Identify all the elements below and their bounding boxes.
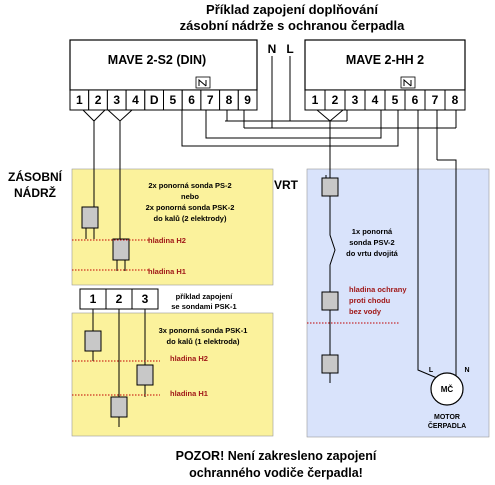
well-probe-bottom	[321, 354, 339, 374]
right-terminal-cell	[444, 89, 466, 111]
right-terminal-label: 7	[432, 93, 439, 107]
example-probe-2	[136, 364, 154, 386]
motor-label-line-1: MOTOR	[434, 414, 460, 421]
well-probe-middle	[321, 291, 339, 311]
example-desc-1: 3x ponorná sonda PSK-1	[159, 326, 248, 335]
left-terminal-label: D	[150, 93, 159, 107]
tank-label-line-1: ZÁSOBNÍ	[8, 169, 63, 184]
well-desc-2: sonda PSV-2	[349, 238, 394, 247]
well-protection-2: proti chodu	[349, 296, 391, 305]
title-line-2: zásobní nádrže s ochranou čerpadla	[180, 18, 405, 33]
motor-l-label: L	[429, 367, 434, 374]
right-terminal-label: 4	[372, 93, 379, 107]
tank-probe-h2	[81, 206, 99, 229]
left-terminal-label: 6	[188, 93, 195, 107]
well-label: VRT	[274, 178, 299, 192]
example-desc-2: do kalů (1 elektroda)	[167, 337, 240, 346]
left-terminal-label: 9	[244, 93, 251, 107]
relay-contact-icon	[195, 76, 211, 89]
left-terminal-label: 7	[207, 93, 214, 107]
tank-label-line-2: NÁDRŽ	[14, 185, 56, 200]
device-left-name: MAVE 2-S2 (DIN)	[108, 53, 206, 67]
tank-level-h2-label: hladina H2	[148, 236, 186, 245]
right-terminal-label: 5	[392, 93, 399, 107]
relay-contact-icon	[400, 76, 416, 89]
supply-n-label: N	[268, 42, 277, 56]
motor-symbol: MČ	[441, 385, 454, 394]
example-note-line-2: se sondami PSK-1	[171, 302, 236, 311]
tank-area	[71, 168, 274, 286]
well-desc-1: 1x ponorná	[352, 227, 393, 236]
example-area	[71, 312, 274, 437]
tank-desc-3: 2x ponorná sonda PSK-2	[146, 203, 235, 212]
right-terminal-label: 1	[312, 93, 319, 107]
example-probe-3	[110, 396, 128, 418]
example-terminal-label: 2	[116, 292, 123, 306]
motor-n-label: N	[464, 367, 469, 374]
example-level-h2-label: hladina H2	[170, 354, 208, 363]
left-terminal-label: 8	[226, 93, 233, 107]
supply-l-label: L	[286, 42, 293, 56]
example-probe-1	[84, 330, 102, 352]
tank-desc-1: 2x ponorná sonda PS-2	[148, 181, 231, 190]
left-terminal-label: 3	[113, 93, 120, 107]
left-terminal-label: 1	[76, 93, 83, 107]
example-note-line-1: příklad zapojení	[176, 292, 234, 301]
right-terminal-label: 8	[452, 93, 459, 107]
right-terminal-label: 6	[412, 93, 419, 107]
well-protection-3: bez vody	[349, 307, 382, 316]
well-protection-1: hladina ochrany	[349, 285, 407, 294]
tank-desc-2: nebo	[181, 192, 199, 201]
example-terminal-label: 1	[90, 292, 97, 306]
tank-desc-4: do kalů (2 elektrody)	[154, 214, 227, 223]
warning-line-2: ochranného vodiče čerpadla!	[189, 466, 363, 480]
example-level-h1-label: hladina H1	[170, 389, 208, 398]
warning-line-1: POZOR! Není zakresleno zapojení	[176, 449, 377, 463]
well-probe-top	[321, 177, 339, 197]
motor-label-line-2: ČERPADLA	[428, 421, 466, 430]
left-terminal-label: 2	[95, 93, 102, 107]
example-terminal-label: 3	[142, 292, 149, 306]
left-terminal-cell	[237, 89, 258, 111]
title-line-1: Příklad zapojení doplňování	[206, 2, 378, 17]
example-terminals: 1 2 3	[79, 288, 159, 310]
left-terminal-label: 4	[132, 93, 139, 107]
right-terminal-label: 3	[352, 93, 359, 107]
motor-icon	[430, 372, 464, 406]
device-right-box	[304, 39, 466, 91]
tank-probe-h1	[112, 238, 130, 261]
device-right-name: MAVE 2-HH 2	[346, 53, 424, 67]
device-left-box	[69, 39, 258, 91]
left-terminal-label: 5	[170, 93, 177, 107]
well-desc-3: do vrtu dvojitá	[346, 249, 398, 258]
tank-level-h1-label: hladina H1	[148, 267, 186, 276]
right-terminal-label: 2	[332, 93, 339, 107]
